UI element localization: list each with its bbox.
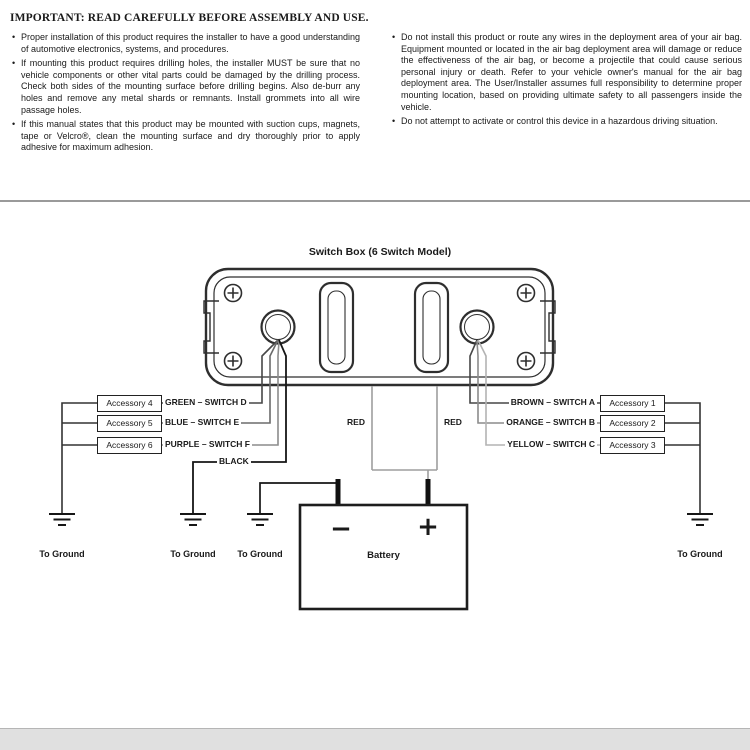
rocker-inner xyxy=(422,290,441,365)
accessory-box-3: Accessory 3 xyxy=(600,437,665,454)
safety-notice: IMPORTANT: READ CAREFULLY BEFORE ASSEMBL… xyxy=(10,12,742,157)
knob-outer xyxy=(260,309,296,345)
section-divider xyxy=(0,200,750,202)
battery-plus-sign: + xyxy=(417,512,439,542)
accessory-box-4: Accessory 4 xyxy=(97,395,162,412)
notice-bullet: If this manual states that this product … xyxy=(10,119,360,154)
knob-left xyxy=(260,309,296,345)
black-wire xyxy=(192,339,287,514)
blue-wire-label: BLUE – SWITCH E xyxy=(163,417,242,428)
wires xyxy=(61,339,701,514)
accessory-box-5: Accessory 5 xyxy=(97,415,162,432)
ground-symbol xyxy=(247,513,273,526)
notice-columns: Proper installation of this product requ… xyxy=(10,32,742,157)
purple-wire-label: PURPLE – SWITCH F xyxy=(163,439,253,450)
screw-icon xyxy=(223,351,243,371)
notice-left-column: Proper installation of this product requ… xyxy=(10,32,360,157)
knob-inner xyxy=(464,314,490,340)
right-mounting-ear xyxy=(540,300,556,354)
ground-symbol xyxy=(687,513,713,526)
black-wire-label: BLACK xyxy=(217,456,251,467)
diagram-title: Switch Box (6 Switch Model) xyxy=(308,246,452,258)
notice-bullet: If mounting this product requires drilli… xyxy=(10,58,360,116)
ground-label-3: To Ground xyxy=(237,549,283,559)
accessory-box-6: Accessory 6 xyxy=(97,437,162,454)
notice-bullet: Proper installation of this product requ… xyxy=(10,32,360,55)
screw-cross-icon xyxy=(227,355,239,367)
knob-inner xyxy=(265,314,291,340)
rocker-inner xyxy=(327,290,346,365)
right-ground-bus xyxy=(663,402,701,514)
notice-right-column: Do not install this product or route any… xyxy=(390,32,742,157)
screw-icon xyxy=(516,351,536,371)
red-wire-label-left: RED xyxy=(345,417,367,428)
screw-icons xyxy=(223,283,536,371)
notice-bullet: Do not attempt to activate or control th… xyxy=(390,116,742,128)
battery-outline xyxy=(298,503,469,611)
screw-cross-icon xyxy=(227,287,239,299)
rocker-switch-left xyxy=(318,281,355,374)
page-bottom-edge xyxy=(0,728,750,750)
switch-box-outline xyxy=(204,267,555,387)
accessory-box-2: Accessory 2 xyxy=(600,415,665,432)
screw-cross-icon xyxy=(520,355,532,367)
screw-cross-icon xyxy=(520,287,532,299)
rocker-outline xyxy=(318,281,355,374)
ground-label-1: To Ground xyxy=(39,549,85,559)
screw-icon xyxy=(516,283,536,303)
switch-box-inner-outline xyxy=(213,276,546,378)
ground-symbols xyxy=(49,513,713,526)
red-wires xyxy=(371,386,438,486)
rocker-outline xyxy=(413,281,450,374)
ground-symbol xyxy=(49,513,75,526)
battery xyxy=(298,479,469,611)
yellow-wire-label: YELLOW – SWITCH C xyxy=(505,439,597,450)
ground-symbol xyxy=(180,513,206,526)
green-wire-label: GREEN – SWITCH D xyxy=(163,397,249,408)
rocker-switch-right xyxy=(413,281,450,374)
red-wire-label-right: RED xyxy=(442,417,464,428)
left-ground-bus xyxy=(61,402,97,514)
brown-wire-label: BROWN – SWITCH A xyxy=(508,397,597,408)
battery-label: Battery xyxy=(367,550,400,561)
orange-wire-label: ORANGE – SWITCH B xyxy=(504,417,597,428)
ground-label-2: To Ground xyxy=(170,549,216,559)
notice-bullet: Do not install this product or route any… xyxy=(390,32,742,113)
screw-icon xyxy=(223,283,243,303)
battery-minus-sign: − xyxy=(330,514,352,544)
switch-box xyxy=(203,267,556,387)
accessory-box-1: Accessory 1 xyxy=(600,395,665,412)
notice-heading: IMPORTANT: READ CAREFULLY BEFORE ASSEMBL… xyxy=(10,12,369,24)
left-mounting-ear xyxy=(203,300,219,354)
ground-label-4: To Ground xyxy=(677,549,723,559)
